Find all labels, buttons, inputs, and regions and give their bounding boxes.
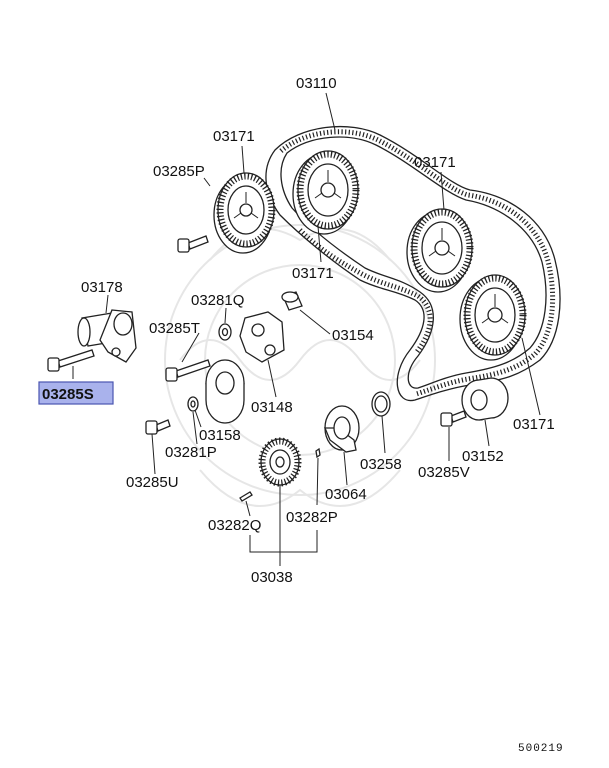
camshaft-sprocket-right-upper[interactable] — [406, 208, 474, 293]
crank-sprocket-03038[interactable] — [258, 437, 302, 487]
camshaft-sprocket-upper-left[interactable] — [213, 172, 276, 254]
tensioner-arm-03148[interactable] — [239, 311, 285, 363]
bolt-03285v[interactable] — [440, 410, 467, 427]
flange-03064[interactable] — [324, 405, 360, 453]
idler-pulley-03152[interactable] — [461, 377, 509, 421]
label-03258[interactable]: 03258 — [360, 456, 402, 473]
washer-03281q[interactable] — [218, 323, 232, 341]
label-03152[interactable]: 03152 — [462, 448, 504, 465]
bolt-03285t[interactable] — [165, 359, 211, 382]
label-03110[interactable]: 03110 — [296, 75, 337, 92]
label-03171-right-upper[interactable]: 03171 — [414, 154, 456, 171]
ring-03258[interactable] — [371, 391, 391, 417]
washer-03281p[interactable] — [187, 396, 199, 412]
label-03154[interactable]: 03154 — [332, 327, 374, 344]
label-03282q[interactable]: 03282Q — [208, 517, 261, 534]
label-03178[interactable]: 03178 — [81, 279, 123, 296]
selected-part-highlight — [38, 381, 114, 405]
bolt-03285u[interactable] — [145, 419, 171, 435]
bolt-03285s[interactable] — [47, 349, 95, 372]
tensioner-pulley-03158[interactable] — [205, 359, 245, 424]
camshaft-sprocket-upper-middle[interactable] — [292, 150, 360, 235]
key-03282p[interactable] — [315, 447, 321, 459]
bolt-03285p[interactable] — [177, 235, 209, 253]
label-03064[interactable]: 03064 — [325, 486, 367, 503]
label-03171-upper-left[interactable]: 03171 — [213, 128, 255, 145]
auto-tensioner-03178[interactable] — [77, 309, 137, 363]
label-03171-right-lower[interactable]: 03171 — [513, 416, 555, 433]
label-03171-middle[interactable]: 03171 — [292, 265, 334, 282]
figure-code: 500219 — [518, 743, 564, 755]
label-03282p[interactable]: 03282P — [286, 509, 338, 526]
label-03285t[interactable]: 03285T — [149, 320, 200, 337]
pin-03154[interactable] — [281, 291, 303, 311]
label-03281p[interactable]: 03281P — [165, 444, 217, 461]
label-03158[interactable]: 03158 — [199, 427, 241, 444]
leader-lines — [72, 92, 541, 566]
label-03285u[interactable]: 03285U — [126, 474, 179, 491]
part-labels: 03110 03171 03285P 03171 03171 03171 031… — [42, 75, 555, 586]
label-03285v[interactable]: 03285V — [418, 464, 470, 481]
label-03148[interactable]: 03148 — [251, 399, 293, 416]
label-03281q[interactable]: 03281Q — [191, 292, 244, 309]
label-03285s[interactable]: 03285S — [42, 386, 94, 403]
label-03038[interactable]: 03038 — [251, 569, 293, 586]
label-03285p[interactable]: 03285P — [153, 163, 205, 180]
camshaft-sprocket-right-lower[interactable] — [459, 274, 527, 361]
key-03282q[interactable] — [239, 491, 253, 502]
